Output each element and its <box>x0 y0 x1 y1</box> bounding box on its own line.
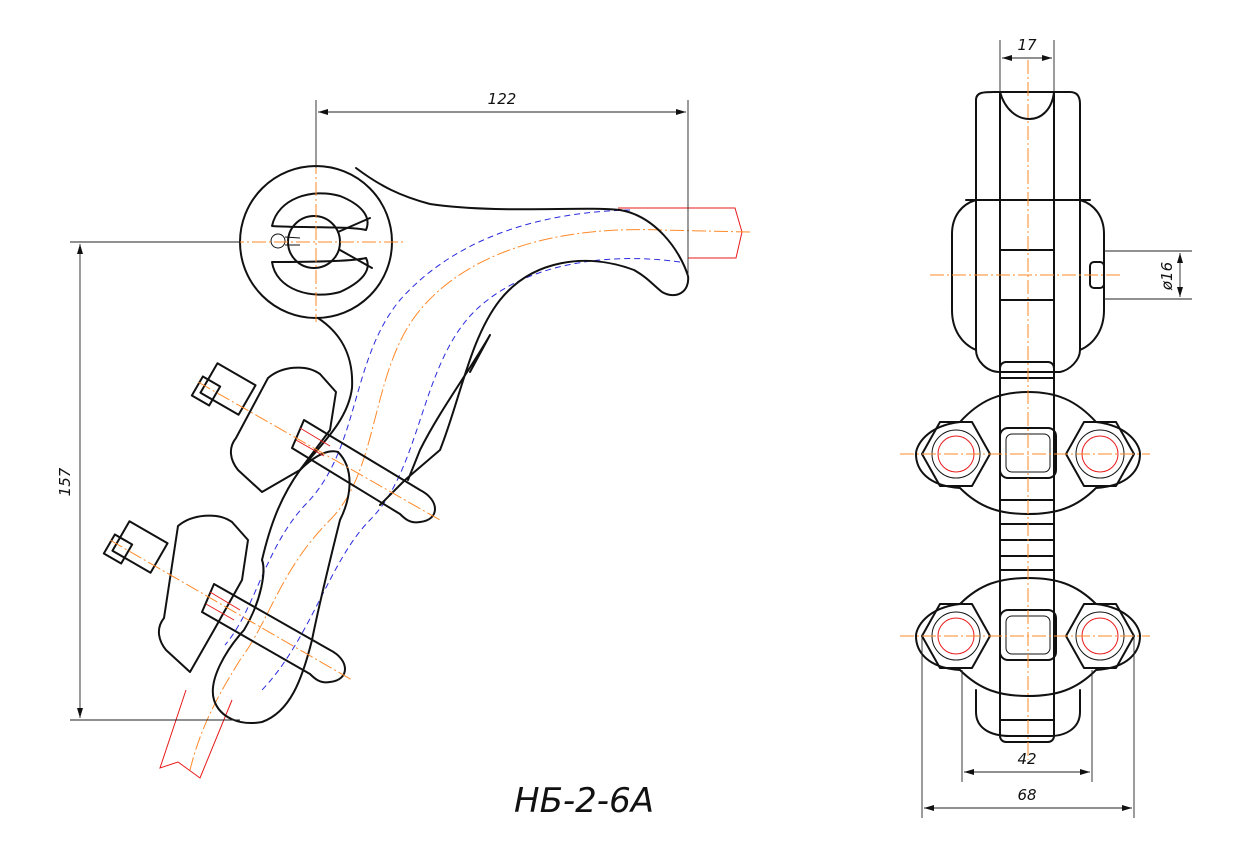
front-eye-wing-left <box>951 199 977 351</box>
lower-bolt-assembly <box>102 514 353 684</box>
lower-bolt-shank <box>201 583 346 684</box>
dim-d16-label: ø16 <box>1158 262 1176 291</box>
cotter-ring <box>270 233 286 249</box>
dim-68-label: 68 <box>1017 786 1036 804</box>
eye-centerlines <box>230 160 405 322</box>
dim-157-label: 157 <box>56 467 74 496</box>
dimension-front-bolt-spacing: 42 <box>961 670 1093 782</box>
hook-inner-rib <box>407 334 491 481</box>
lower-bolt-axis <box>109 539 353 681</box>
dimension-front-top: 17 <box>999 36 1055 92</box>
front-neck <box>999 361 1055 743</box>
upper-bolt-axis <box>197 381 441 521</box>
eye-lower-lobe <box>271 257 369 296</box>
eye-upper-lobe <box>271 192 369 231</box>
dimension-front-pin: ø16 <box>1104 250 1192 300</box>
upper-saddle <box>230 366 337 493</box>
front-bottom-tongue <box>975 689 1081 737</box>
side-view: 122 157 НБ-2-6А <box>56 90 751 821</box>
conductor-centerline <box>189 229 751 771</box>
hook-body <box>261 167 690 561</box>
dimension-side-height: 157 <box>56 241 240 721</box>
lower-nut <box>111 520 169 574</box>
dimension-side-width: 122 <box>315 90 689 276</box>
front-view: 17 ø16 42 68 <box>900 36 1192 818</box>
front-plate-groove <box>999 91 1055 373</box>
front-lower-clamp <box>915 577 1141 697</box>
drawing-title: НБ-2-6А <box>514 781 654 821</box>
front-neck-ridges <box>999 377 1055 721</box>
upper-bolt-end <box>190 375 222 407</box>
upper-bolt-thread <box>295 427 331 457</box>
lower-bolt-end <box>102 533 134 565</box>
conductor-lower <box>159 689 233 779</box>
dim-17-label: 17 <box>1017 36 1037 54</box>
lower-saddle <box>158 514 249 673</box>
upper-bolt-shank <box>291 419 436 524</box>
dim-42-label: 42 <box>1017 750 1036 768</box>
lower-bolt-thread <box>205 591 241 621</box>
front-upper-clamp <box>915 391 1141 515</box>
cotter-pin <box>284 236 301 246</box>
dimension-front-total: 68 <box>921 636 1135 818</box>
clamp-keeper <box>211 450 351 724</box>
pin-split-legs <box>337 217 373 269</box>
upper-bolt-assembly <box>190 362 441 524</box>
channel-hidden-upper <box>224 209 631 646</box>
upper-nut <box>199 362 257 416</box>
dim-122-label: 122 <box>488 90 517 108</box>
